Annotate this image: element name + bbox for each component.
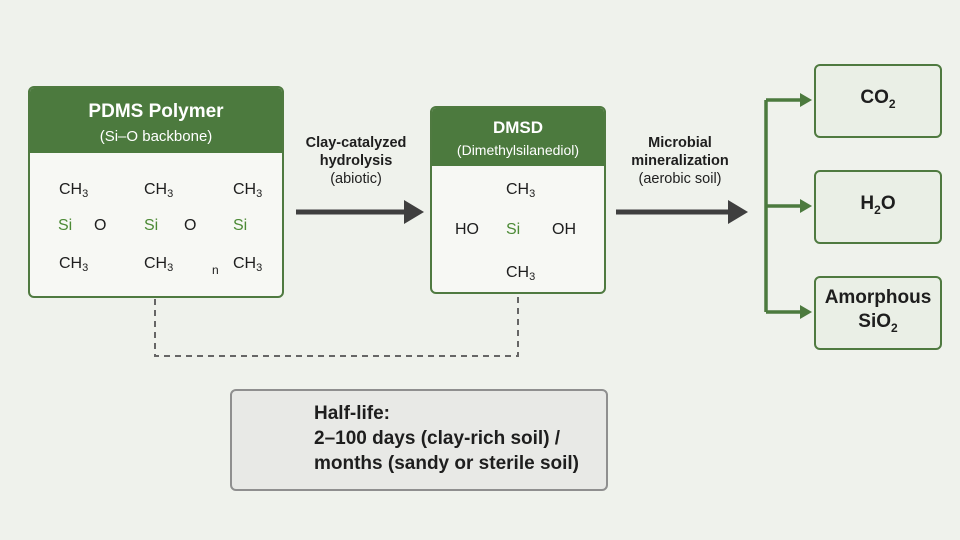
mineralization-label-line1: Microbial — [648, 135, 712, 151]
pdms-ch3-top-1: CH3 — [59, 181, 89, 201]
dashed-link — [154, 294, 519, 357]
hydrolysis-label-line2: hydrolysis — [319, 153, 393, 169]
pdms-ch3-bottom-1: CH3 — [59, 255, 89, 275]
dmsd-ho: HO — [455, 221, 479, 238]
dmsd-box: DMSD (Dimethylsilanediol) — [430, 106, 606, 294]
h2o-formula-o: O — [880, 193, 896, 215]
dmsd-subtitle: (Dimethylsilanediol) — [456, 142, 580, 158]
pdms-title: PDMS Polymer — [88, 101, 224, 122]
co2-formula: CO — [860, 87, 889, 109]
co2-subscript: 2 — [888, 96, 896, 111]
pdms-subtitle: (Si–O backbone) — [99, 128, 213, 145]
half-life-label: Half-life: — [314, 403, 390, 424]
sio2-formula: SiO — [858, 311, 892, 333]
pdms-ch3-bottom-3: CH3 — [233, 255, 263, 275]
mineralization-label: Microbial mineralization (aerobic soil) — [612, 134, 748, 188]
product-co2: CO2 — [814, 64, 942, 138]
h2o-formula-h: H — [860, 193, 875, 215]
pdms-header: PDMS Polymer (Si–O backbone) — [30, 88, 282, 153]
h2o-subscript: 2 — [874, 202, 881, 217]
hydrolysis-label-line1: Clay-catalyzed — [305, 135, 407, 151]
product-sio2: Amorphous SiO2 — [814, 276, 942, 350]
pdms-ch3-top-3: CH3 — [233, 181, 263, 201]
branch-to-sio2-head — [800, 305, 812, 319]
half-life-line1: 2–100 days (clay-rich soil) / — [314, 428, 561, 449]
pdms-repeat-n: n — [212, 263, 219, 277]
pdms-polymer-box: PDMS Polymer (Si–O backbone) — [28, 86, 284, 298]
dmsd-si: Si — [506, 221, 521, 238]
half-life-text: Half-life: 2–100 days (clay-rich soil) /… — [314, 401, 579, 476]
branch-to-h2o-head — [800, 199, 812, 213]
hydrolysis-arrowhead — [404, 200, 424, 224]
pdms-o-1: O — [94, 217, 107, 234]
pdms-si-1: Si — [58, 217, 73, 234]
mineralization-label-line2: mineralization — [631, 153, 729, 169]
sio2-subscript: 2 — [891, 320, 898, 335]
pdms-ch3-top-2: CH3 — [144, 181, 174, 201]
pdms-si-3: Si — [233, 217, 248, 234]
half-life-box: Half-life: 2–100 days (clay-rich soil) /… — [230, 389, 608, 491]
dmsd-oh: OH — [552, 221, 576, 238]
dmsd-ch3-bottom: CH3 — [506, 264, 536, 284]
pdms-ch3-bottom-2: CH3 — [144, 255, 174, 275]
sio2-label: Amorphous — [824, 287, 932, 309]
pdms-si-2: Si — [144, 217, 159, 234]
dmsd-header: DMSD (Dimethylsilanediol) — [432, 108, 604, 166]
mineralization-label-line3: (aerobic soil) — [638, 171, 722, 187]
product-h2o: H2O — [814, 170, 942, 244]
dmsd-title: DMSD — [492, 118, 544, 137]
hydrolysis-label-line3: (abiotic) — [330, 171, 382, 187]
dmsd-ch3-top: CH3 — [506, 181, 536, 201]
half-life-line2: months (sandy or sterile soil) — [314, 453, 579, 474]
hydrolysis-label: Clay-catalyzed hydrolysis (abiotic) — [288, 134, 424, 188]
pdms-o-2: O — [184, 217, 197, 234]
branch-to-co2-head — [800, 93, 812, 107]
mineralization-arrowhead — [728, 200, 748, 224]
